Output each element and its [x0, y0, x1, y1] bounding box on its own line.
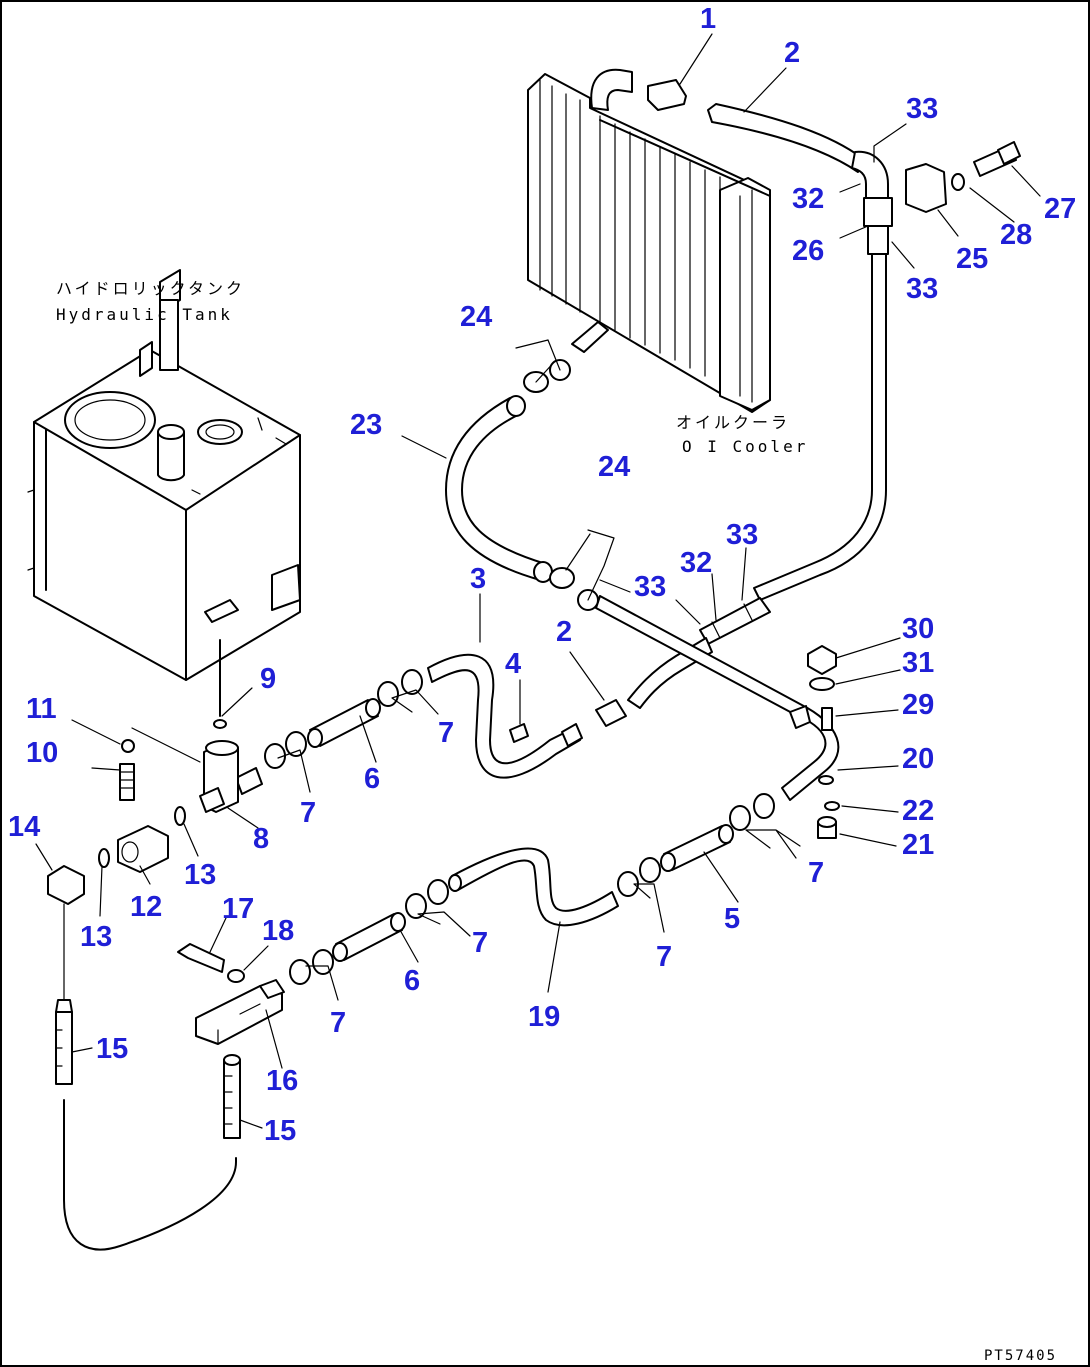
- callout-29: 29: [902, 689, 934, 721]
- piping: [47, 79, 1021, 1251]
- oil-cooler-label-jp: オイルクーラ: [676, 413, 790, 432]
- callout-24: 24: [460, 301, 492, 333]
- callout-7: 7: [330, 1007, 346, 1039]
- callout-32: 32: [792, 183, 824, 215]
- callout-25: 25: [956, 243, 988, 275]
- callout-7: 7: [472, 927, 488, 959]
- callout-3: 3: [470, 563, 486, 595]
- callout-14: 14: [8, 811, 40, 843]
- callout-17: 17: [222, 893, 254, 925]
- callout-23: 23: [350, 409, 382, 441]
- callout-7: 7: [656, 941, 672, 973]
- callout-7: 7: [438, 717, 454, 749]
- callout-33: 33: [634, 571, 666, 603]
- callout-27: 27: [1044, 193, 1076, 225]
- callout-6: 6: [404, 965, 420, 997]
- callout-26: 26: [792, 235, 824, 267]
- callout-15: 15: [96, 1033, 128, 1065]
- callout-13: 13: [80, 921, 112, 953]
- hydraulic-tank: [27, 269, 301, 681]
- callout-6: 6: [364, 763, 380, 795]
- callout-10: 10: [26, 737, 58, 769]
- callout-1: 1: [700, 3, 716, 35]
- callout-33: 33: [726, 519, 758, 551]
- callout-32: 32: [680, 547, 712, 579]
- oil-cooler: [527, 68, 771, 413]
- tank-label-en: Hydraulic Tank: [56, 305, 233, 324]
- callout-18: 18: [262, 915, 294, 947]
- callout-2: 2: [784, 37, 800, 69]
- callout-4: 4: [505, 648, 521, 680]
- callout-12: 12: [130, 891, 162, 923]
- callout-16: 16: [266, 1065, 298, 1097]
- callout-numbers: 1 2 2 3 4 5 6 6 7 7 7 7 7 7 8 9 10 11 12…: [8, 3, 1076, 1147]
- callout-31: 31: [902, 647, 934, 679]
- callout-24: 24: [598, 451, 630, 483]
- callout-8: 8: [253, 823, 269, 855]
- drawing-code: PT57405: [984, 1348, 1057, 1364]
- callout-33: 33: [906, 273, 938, 305]
- callout-22: 22: [902, 795, 934, 827]
- callout-13: 13: [184, 859, 216, 891]
- callout-11: 11: [26, 693, 57, 725]
- callout-19: 19: [528, 1001, 560, 1033]
- leader-lines: [35, 33, 1041, 1129]
- oil-cooler-label-en: O I Cooler: [682, 437, 808, 456]
- callout-7: 7: [808, 857, 824, 889]
- callout-20: 20: [902, 743, 934, 775]
- callout-15: 15: [264, 1115, 296, 1147]
- callout-2: 2: [556, 616, 572, 648]
- tank-label-jp: ハイドロリックタンク: [56, 279, 245, 298]
- callout-21: 21: [902, 829, 934, 861]
- callout-28: 28: [1000, 219, 1032, 251]
- callout-33: 33: [906, 93, 938, 125]
- callout-5: 5: [724, 903, 740, 935]
- callout-9: 9: [260, 663, 276, 695]
- callout-30: 30: [902, 613, 934, 645]
- callout-7: 7: [300, 797, 316, 829]
